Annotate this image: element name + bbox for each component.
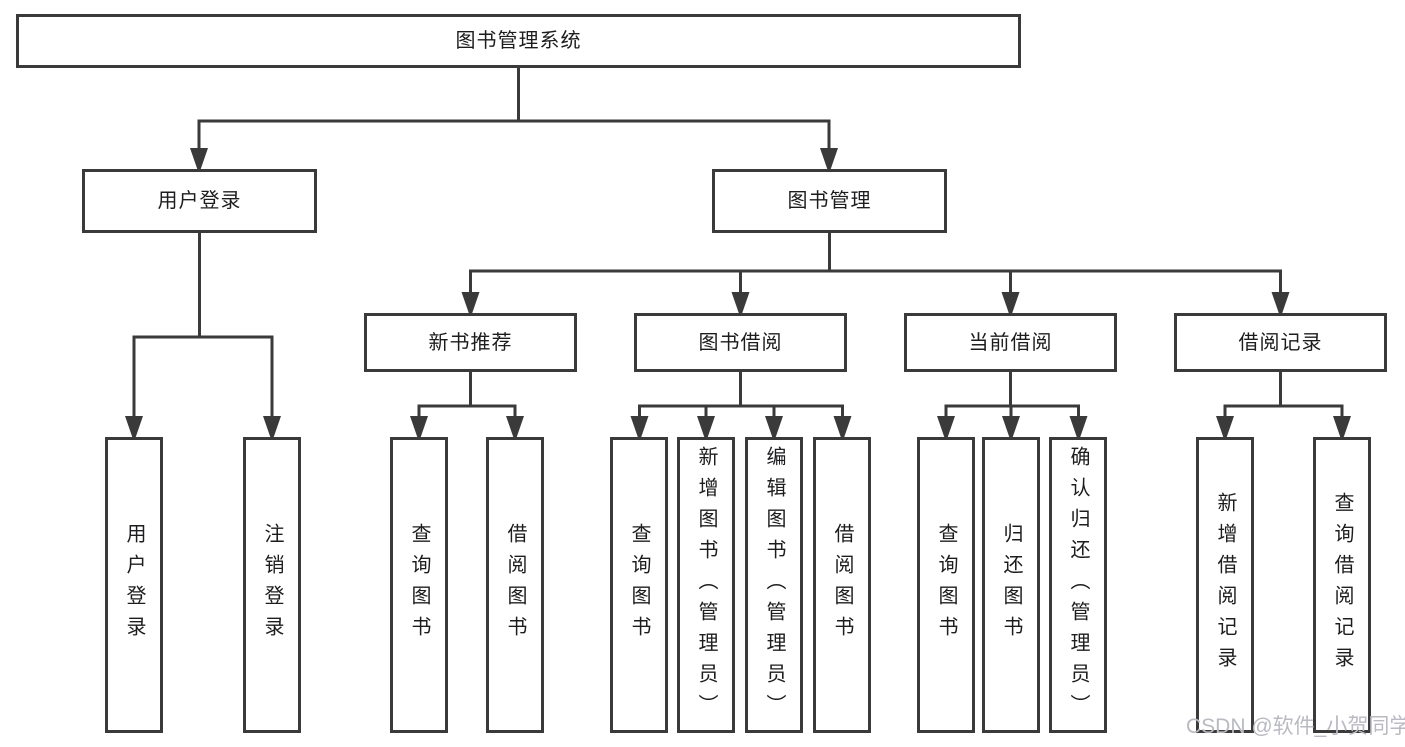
node-new-book-rec: 新书推荐 [364, 313, 577, 372]
leaf-newbook-query: 查询图书 [390, 437, 448, 733]
node-user-login-label: 用户登录 [157, 190, 242, 212]
leaf-record-query-label: 查询借阅记录 [1331, 492, 1353, 678]
leaf-logout-label: 注销登录 [261, 523, 283, 647]
node-current-borrow: 当前借阅 [904, 313, 1117, 372]
leaf-borrow-borrow-label: 借阅图书 [831, 523, 853, 647]
node-root: 图书管理系统 [16, 14, 1021, 68]
node-book-borrow-label: 图书借阅 [698, 331, 783, 354]
leaf-current-confirm: 确认归还（管理员） [1049, 437, 1107, 733]
node-book-borrow: 图书借阅 [634, 313, 847, 372]
leaf-user-login-label: 用户登录 [123, 523, 145, 647]
node-root-label: 图书管理系统 [455, 30, 582, 52]
csdn-watermark: CSDN @软件_小贺同学 [1186, 715, 1405, 738]
node-new-book-rec-label: 新书推荐 [428, 331, 513, 354]
node-book-mgmt: 图书管理 [712, 169, 947, 233]
node-book-mgmt-label: 图书管理 [787, 190, 872, 212]
leaf-borrow-add: 新增图书（管理员） [677, 437, 735, 733]
leaf-current-return: 归还图书 [982, 437, 1040, 733]
leaf-current-query: 查询图书 [917, 437, 975, 733]
node-current-borrow-label: 当前借阅 [968, 331, 1053, 354]
leaf-borrow-edit-label: 编辑图书（管理员） [763, 445, 785, 725]
leaf-newbook-borrow-label: 借阅图书 [504, 523, 526, 647]
leaf-current-return-label: 归还图书 [1000, 523, 1022, 647]
leaf-borrow-query: 查询图书 [610, 437, 668, 733]
leaf-borrow-edit: 编辑图书（管理员） [745, 437, 803, 733]
leaf-user-login: 用户登录 [105, 437, 163, 733]
leaf-record-query: 查询借阅记录 [1313, 437, 1371, 733]
node-borrow-records-label: 借阅记录 [1238, 331, 1323, 354]
leaf-record-add: 新增借阅记录 [1196, 437, 1254, 733]
leaf-borrow-add-label: 新增图书（管理员） [695, 445, 717, 725]
node-borrow-records: 借阅记录 [1174, 313, 1387, 372]
leaf-newbook-borrow: 借阅图书 [486, 437, 544, 733]
node-user-login: 用户登录 [82, 169, 317, 233]
leaf-newbook-query-label: 查询图书 [408, 523, 430, 647]
leaf-logout: 注销登录 [243, 437, 301, 733]
leaf-record-add-label: 新增借阅记录 [1214, 492, 1236, 678]
leaf-current-confirm-label: 确认归还（管理员） [1067, 445, 1089, 725]
leaf-current-query-label: 查询图书 [935, 523, 957, 647]
leaf-borrow-query-label: 查询图书 [628, 523, 650, 647]
leaf-borrow-borrow: 借阅图书 [813, 437, 871, 733]
